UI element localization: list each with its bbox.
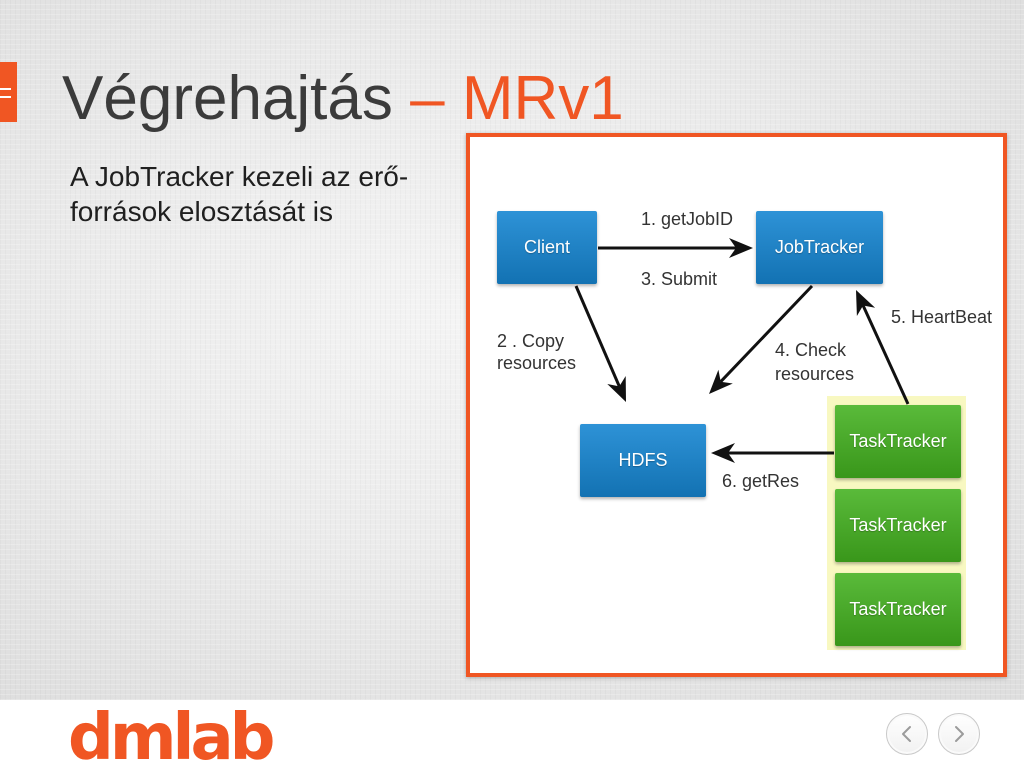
tasktracker-node: TaskTracker — [835, 573, 961, 646]
edge-label-check-resources: 4. Check resources — [775, 340, 855, 384]
next-slide-button[interactable] — [938, 713, 980, 755]
arrow-tasktracker-to-hdfs — [711, 443, 834, 463]
arrow-head — [856, 290, 876, 316]
menu-icon-bar — [0, 88, 11, 90]
tasktracker-group: TaskTracker TaskTracker TaskTracker — [827, 396, 966, 650]
edge-label-copy-resources: 2 . Copy resources — [497, 331, 577, 373]
jobtracker-node: JobTracker — [756, 211, 883, 284]
edge-label-getjobid: 1. getJobID — [641, 209, 734, 229]
edge-label-heartbeat: 5. HeartBeat — [891, 307, 993, 327]
slide-title: Végrehajtás – MRv1 — [62, 64, 624, 134]
body-line: A JobTracker kezeli az erő- — [70, 161, 409, 192]
footer-bar: dmlab — [0, 700, 1024, 775]
dmlab-logo: dmlab — [68, 701, 275, 775]
arrow-head — [711, 443, 735, 463]
arrow-head — [607, 376, 626, 402]
arrow-line — [861, 304, 910, 405]
menu-icon-bar — [0, 96, 11, 98]
diagram-arrows — [574, 238, 910, 463]
edge-label-getres: 6. getRes — [722, 471, 800, 491]
slide-title-accent: – MRv1 — [410, 64, 624, 133]
mrv1-diagram: TaskTracker TaskTracker TaskTracker — [466, 133, 1007, 677]
tasktracker-node: TaskTracker — [835, 489, 961, 562]
chevron-left-icon — [902, 726, 911, 742]
arrow-tasktracker-to-jobtracker — [856, 290, 910, 405]
tasktracker-node: TaskTracker — [835, 405, 961, 478]
hdfs-node: HDFS — [580, 424, 706, 497]
arrow-jobtracker-to-hdfs — [709, 284, 814, 394]
menu-tab[interactable] — [0, 62, 17, 122]
arrow-client-to-hdfs — [574, 285, 626, 402]
arrow-client-to-jobtracker — [598, 238, 753, 258]
chevron-right-icon — [955, 726, 964, 742]
arrow-head — [709, 369, 733, 394]
arrow-line — [719, 284, 814, 383]
menu-icon — [0, 88, 11, 99]
arrow-head — [729, 238, 753, 258]
slide-canvas: Végrehajtás – MRv1 A JobTracker kezeli a… — [0, 0, 1024, 700]
arrow-line — [574, 285, 621, 387]
slide-title-main: Végrehajtás — [62, 64, 393, 133]
body-line: források elosztását is — [70, 196, 333, 227]
slide-body-text: A JobTracker kezeli az erő- források elo… — [70, 159, 408, 229]
client-node: Client — [497, 211, 597, 284]
edge-label-submit: 3. Submit — [641, 269, 718, 289]
prev-slide-button[interactable] — [886, 713, 928, 755]
